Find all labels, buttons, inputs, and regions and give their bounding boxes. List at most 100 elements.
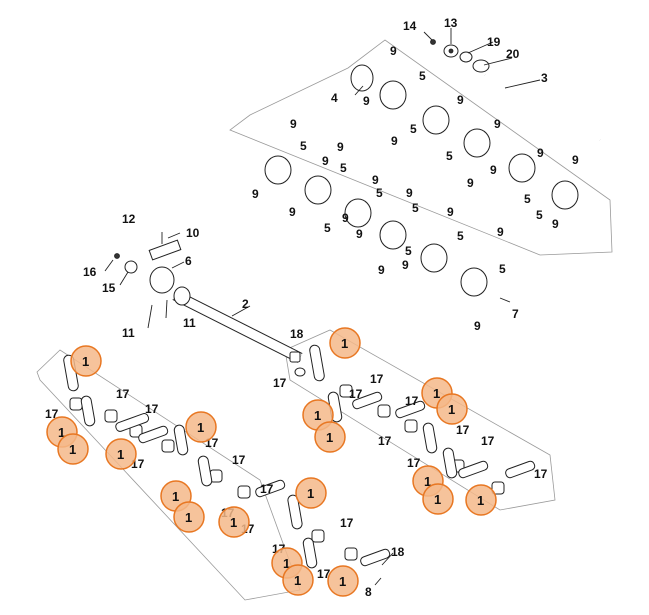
label-17: 17 — [481, 434, 495, 448]
label-17: 17 — [45, 407, 59, 421]
marker-part-1[interactable]: 1 — [218, 506, 250, 538]
label-17: 17 — [317, 567, 331, 581]
label-5: 5 — [300, 139, 307, 153]
label-9: 9 — [406, 186, 413, 200]
marker-part-1[interactable]: 1 — [282, 564, 314, 596]
marker-part-1[interactable]: 1 — [329, 327, 361, 359]
marker-part-1[interactable]: 1 — [436, 393, 468, 425]
svg-text:1: 1 — [283, 556, 290, 571]
label-16: 16 — [83, 265, 97, 279]
label-11: 11 — [183, 316, 196, 330]
svg-text:1: 1 — [433, 386, 440, 401]
label-9: 9 — [337, 140, 344, 154]
swing-blades — [63, 344, 536, 569]
label-9: 9 — [572, 153, 579, 167]
label-9: 9 — [363, 94, 370, 108]
label-17: 17 — [145, 402, 159, 416]
label-7: 7 — [512, 307, 519, 321]
svg-text:1: 1 — [307, 486, 314, 501]
label-4: 4 — [331, 91, 338, 105]
label-17: 17 — [260, 482, 274, 496]
label-17: 17 — [405, 394, 419, 408]
shaft-2 — [172, 286, 303, 363]
lower-right-plate-outline — [284, 329, 556, 511]
svg-text:1: 1 — [314, 408, 321, 423]
label-17: 17 — [340, 516, 354, 530]
label-9: 9 — [490, 163, 497, 177]
label-17: 17 — [349, 387, 363, 401]
shaft-3 — [483, 71, 602, 144]
label-9: 9 — [372, 173, 379, 187]
svg-text:1: 1 — [172, 489, 179, 504]
svg-text:1: 1 — [197, 420, 204, 435]
label-19: 19 — [487, 35, 501, 49]
label-9: 9 — [474, 319, 481, 333]
label-9: 9 — [457, 93, 464, 107]
label-17: 17 — [232, 453, 246, 467]
label-5: 5 — [419, 69, 426, 83]
label-10: 10 — [186, 226, 200, 240]
hardware-top — [430, 39, 490, 73]
label-3: 3 — [541, 71, 548, 85]
label-18: 18 — [290, 327, 304, 341]
label-9: 9 — [356, 227, 363, 241]
svg-text:1: 1 — [326, 430, 333, 445]
label-5: 5 — [446, 149, 453, 163]
part-numbers: 14 13 19 20 3 4 9 5 9 9 5 9 9 5 9 9 9 9 … — [45, 16, 579, 599]
svg-text:1: 1 — [294, 573, 301, 588]
label-5: 5 — [376, 186, 383, 200]
svg-text:1: 1 — [434, 492, 441, 507]
label-18: 18 — [391, 545, 405, 559]
label-5: 5 — [340, 161, 347, 175]
upper-plate-outline — [229, 39, 613, 256]
label-9: 9 — [289, 205, 296, 219]
label-9: 9 — [342, 211, 349, 225]
label-6: 6 — [185, 254, 192, 268]
svg-text:1: 1 — [477, 493, 484, 508]
label-17: 17 — [407, 456, 421, 470]
label-9: 9 — [391, 134, 398, 148]
svg-text:1: 1 — [230, 515, 237, 530]
label-20: 20 — [506, 47, 520, 61]
marker-part-1[interactable]: 1 — [422, 483, 454, 515]
label-9: 9 — [402, 258, 409, 272]
label-9: 9 — [537, 146, 544, 160]
marker-part-1[interactable]: 1 — [105, 438, 137, 470]
label-12: 12 — [122, 212, 136, 226]
label-17: 17 — [370, 372, 384, 386]
label-9: 9 — [467, 176, 474, 190]
marker-part-1[interactable]: 1 — [314, 421, 346, 453]
rotor-hubs — [264, 64, 579, 297]
label-15: 15 — [102, 281, 116, 295]
label-17: 17 — [456, 423, 470, 437]
svg-text:1: 1 — [82, 354, 89, 369]
highlighted-part-1-markers: 1 1 1 1 1 1 1 1 1 1 1 1 1 1 1 1 1 1 1 1 — [46, 327, 497, 597]
label-9: 9 — [497, 225, 504, 239]
label-17: 17 — [273, 376, 287, 390]
marker-part-1[interactable]: 1 — [295, 477, 327, 509]
label-13: 13 — [444, 16, 458, 30]
marker-part-1[interactable]: 1 — [327, 565, 359, 597]
marker-part-1[interactable]: 1 — [185, 411, 217, 443]
label-11: 11 — [122, 326, 135, 340]
label-9: 9 — [322, 154, 329, 168]
svg-text:1: 1 — [339, 574, 346, 589]
bearing-block-6 — [114, 232, 182, 329]
marker-part-1[interactable]: 1 — [173, 501, 205, 533]
svg-text:1: 1 — [58, 425, 65, 440]
label-9: 9 — [494, 117, 501, 131]
marker-part-1[interactable]: 1 — [465, 484, 497, 516]
marker-part-1[interactable]: 1 — [57, 433, 89, 465]
svg-text:1: 1 — [117, 447, 124, 462]
svg-text:1: 1 — [448, 402, 455, 417]
label-17: 17 — [116, 387, 130, 401]
label-17: 17 — [534, 467, 548, 481]
label-9: 9 — [552, 217, 559, 231]
label-5: 5 — [536, 208, 543, 222]
label-9: 9 — [252, 187, 259, 201]
svg-text:1: 1 — [185, 510, 192, 525]
label-9: 9 — [290, 117, 297, 131]
marker-part-1[interactable]: 1 — [70, 345, 102, 377]
svg-text:1: 1 — [69, 442, 76, 457]
